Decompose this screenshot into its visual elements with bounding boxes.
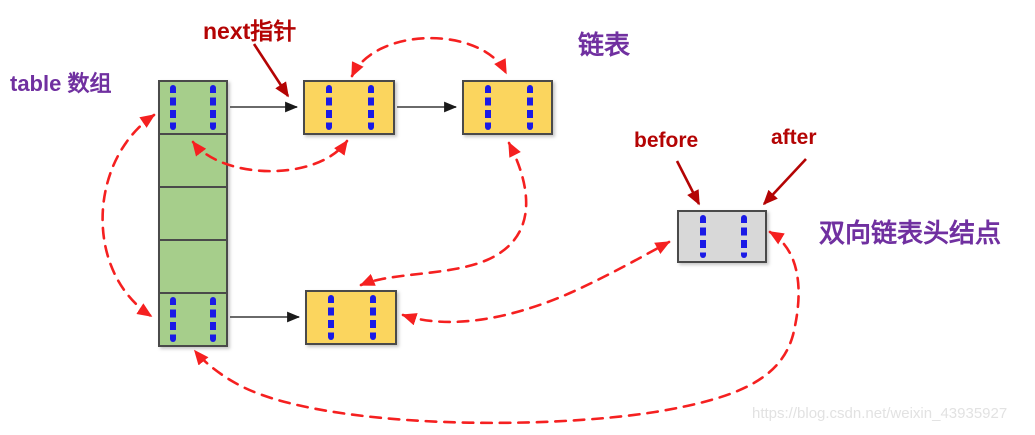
dashed-link-node1-node2 [350,36,508,78]
pointer-mark-icon [328,295,335,340]
after-label: after [771,126,817,149]
list-node-2 [462,80,553,135]
list-node-1 [303,80,395,135]
array-cell-5 [160,292,226,345]
pointer-mark-icon [370,295,377,340]
before-pointer-mark-icon [699,215,706,258]
pointer-mark-icon [368,85,375,130]
dashed-link-node3-head [401,240,671,326]
pointer-mark-icon [526,85,533,130]
array-cell-2 [160,133,226,186]
after-annotation-arrow [762,158,807,206]
dashed-link-cell1-cell5 [101,113,156,318]
list-node-3 [305,290,397,345]
table-array-label: table 数组 [10,71,112,96]
next-pointer-annotation-arrow [252,43,290,98]
pointer-mark-icon [210,85,217,130]
next-pointer-label: next指针 [203,18,297,44]
hash-table-array [158,80,228,347]
pointer-mark-icon [326,85,333,130]
head-node-label: 双向链表头结点 [819,218,1002,248]
after-pointer-mark-icon [740,215,747,258]
array-cell-1 [160,82,226,133]
pointer-mark-icon [210,297,217,342]
pointer-mark-icon [484,85,491,130]
before-annotation-arrow [675,160,701,206]
dashed-link-node2-node3 [359,141,528,287]
pointer-mark-icon [169,297,176,342]
before-label: before [634,129,699,152]
linked-list-label: 链表 [578,30,631,60]
array-cell-4 [160,239,226,292]
pointer-mark-icon [169,85,176,130]
array-cell-3 [160,186,226,239]
watermark-text: https://blog.csdn.net/weixin_43935927 [752,405,1008,422]
head-node [677,210,767,263]
